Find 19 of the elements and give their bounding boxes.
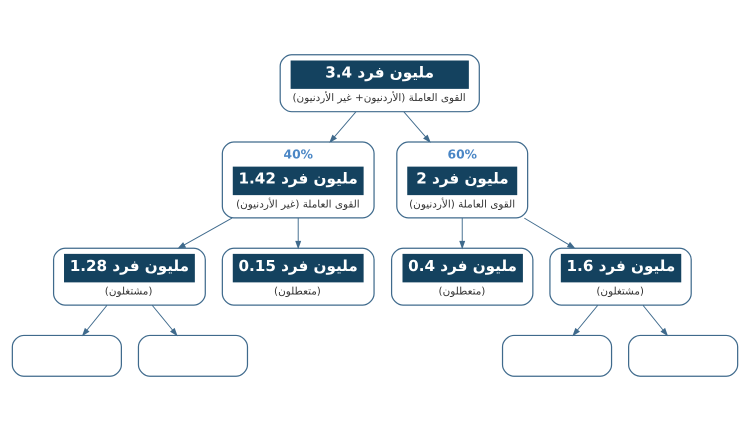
node-box bbox=[502, 334, 612, 376]
node-box: 3.4 مليون فرد القوى العاملة (الأردنيون+ غير الأردنيون) bbox=[280, 54, 480, 112]
arrow bbox=[329, 110, 356, 143]
node-box: 0.4 مليون فرد (متعطلون) bbox=[390, 247, 534, 306]
arrow bbox=[459, 217, 466, 249]
node-box bbox=[138, 334, 248, 376]
arrow bbox=[82, 304, 108, 336]
node-box: 1.28 مليون فرد (مشتغلون) bbox=[52, 247, 206, 306]
node-box: 0.15 مليون فرد (متعطلون) bbox=[222, 247, 375, 306]
arrow bbox=[295, 217, 302, 249]
arrow bbox=[642, 304, 668, 336]
arrow bbox=[152, 304, 178, 336]
arrow bbox=[572, 304, 598, 336]
arrow bbox=[177, 216, 233, 248]
node-box bbox=[628, 334, 738, 376]
arrow bbox=[524, 217, 576, 248]
node-box: 1.6 مليون فرد (مشتغلون) bbox=[549, 247, 692, 306]
arrow bbox=[403, 110, 431, 143]
node-box bbox=[12, 334, 122, 376]
